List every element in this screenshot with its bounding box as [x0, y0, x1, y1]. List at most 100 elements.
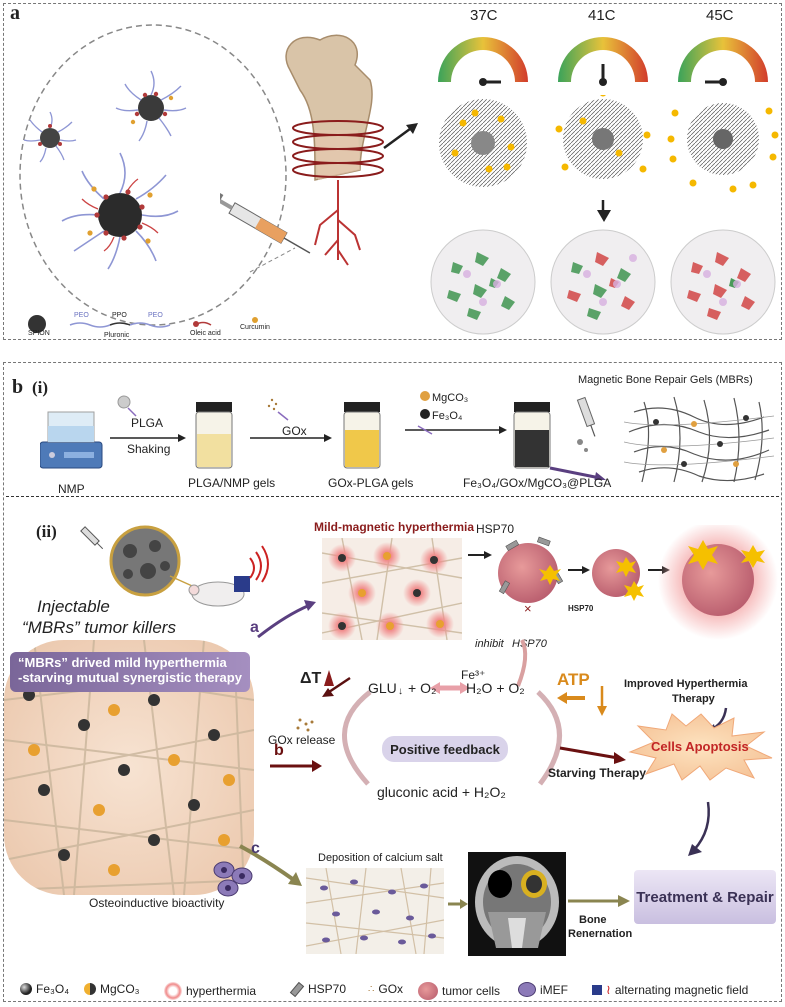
legend-curcumin: Curcumin: [240, 324, 270, 331]
ct-scan-image: [468, 852, 566, 956]
legend-ppo: PPO: [112, 312, 127, 319]
positive-feedback-box: Positive feedback: [382, 736, 508, 762]
mild-hyperthermia-title: Mild-magnetic hyperthermia: [314, 520, 475, 534]
gox-icon: ∴: [368, 983, 375, 995]
magnetic-wave-icon: ≀: [606, 982, 611, 997]
drug-release-micelles: [439, 95, 779, 213]
legend-hyperthermia: hyperthermia: [164, 982, 256, 1000]
legend-imef: iMEF: [518, 982, 568, 997]
injectable-label: Injectable: [37, 597, 110, 616]
therapy-banner-line2: -starving mutual synergistic therapy: [18, 670, 242, 685]
apoptosis-burst: [628, 713, 773, 781]
vial-final-gel: [513, 402, 551, 469]
bone-injection-illustration: [220, 34, 384, 273]
synthesis-flow: [40, 391, 606, 480]
step-fe3o4: Fe₃O₄: [432, 410, 463, 422]
medium-micelle: [115, 70, 187, 142]
nanoparticle-illustration: [19, 24, 287, 333]
syringe-icon: [220, 192, 311, 254]
large-micelle: [61, 152, 179, 270]
temp-41: 41C: [588, 7, 616, 24]
legend-oleic-acid: Oleic acid: [190, 330, 221, 337]
small-micelle: [23, 111, 77, 163]
legend-gox: ∴ GOx: [368, 982, 404, 996]
arrow-to-treatment-box: [568, 895, 630, 907]
glu-down: ↓: [398, 686, 403, 697]
path-c-arrow: [239, 844, 302, 886]
mbr-mesh-structure: [624, 396, 774, 483]
o2-label: + O₂: [408, 680, 437, 696]
imef-cells: [213, 861, 253, 897]
panel-a: [3, 3, 782, 340]
label-final-gel: Fe₃O₄/GOx/MgCO₃@PLGA: [463, 476, 612, 490]
temp-45: 45C: [706, 7, 734, 24]
path-c-label: c: [251, 840, 260, 857]
legend-tumor: tumor cells: [418, 982, 500, 1000]
panel-a-label: a: [10, 2, 20, 24]
delta-t-label: ΔT: [300, 670, 322, 687]
arrow-to-release: [383, 123, 418, 150]
hsp70-top: HSP70: [476, 522, 515, 536]
legend-pluronic: Pluronic: [104, 332, 130, 339]
mgco3-icon: [84, 983, 96, 995]
vial-plga-nmp: [195, 402, 233, 469]
panel-divider: [6, 496, 779, 497]
apoptosis-label: Cells Apoptosis: [651, 739, 749, 754]
panel-b-label: b: [12, 376, 24, 398]
svg-text:×: ×: [524, 601, 532, 616]
tumor-cell-icon: [418, 982, 438, 1000]
improved-line2: Therapy: [672, 693, 715, 705]
mbrs-killers-label: “MBRs” tumor killers: [22, 618, 176, 637]
panel-b-sub-ii: (ii): [36, 522, 57, 541]
osteo-label: Osteoinductive bioactivity: [89, 896, 225, 910]
arrow-to-ct: [448, 899, 468, 909]
fe3-label: Fe³⁺: [461, 668, 486, 682]
treatment-repair-box: Treatment & Repair: [634, 870, 776, 924]
atp-label: ATP: [557, 670, 590, 689]
down-arrow: [597, 210, 611, 222]
vial-gox-plga: [343, 402, 381, 469]
improved-line1: Improved Hyperthermia: [624, 678, 748, 690]
spion-legend-icon: [28, 315, 46, 333]
temperature-gauges: [438, 37, 768, 86]
starving-label: Starving Therapy: [548, 766, 647, 780]
gox-release-label: GOx release: [268, 733, 336, 747]
mild-hyperthermia-mesh: [322, 538, 462, 640]
magnetic-field-icon: [592, 985, 602, 995]
gluconic-label: gluconic acid + H₂O₂: [377, 784, 506, 800]
label-gox-plga: GOx-PLGA gels: [328, 476, 414, 490]
legend-peo-1: PEO: [74, 312, 89, 319]
arrow-to-mild: [257, 600, 316, 639]
deposition-label: Deposition of calcium salt: [318, 852, 443, 864]
step-gox: GOx: [282, 424, 307, 438]
h2o-label: H₂O + O₂: [466, 680, 525, 696]
cell-circles: [430, 229, 776, 335]
glu-label: GLU: [368, 680, 397, 696]
arrow-to-treatment: [688, 801, 710, 856]
bone-line1: Bone: [579, 914, 607, 926]
step-mgco3: MgCO₃: [432, 392, 469, 404]
legend-mgco3: MgCO₃: [84, 982, 140, 996]
legend-peo-2: PEO: [148, 312, 163, 319]
imef-icon: [518, 982, 536, 997]
mouse-illustration: [80, 525, 269, 607]
path-b-label: b: [274, 742, 284, 759]
legend-amf: ≀ alternating magnetic field: [592, 982, 748, 998]
inhibit-label: inhibit: [475, 638, 504, 650]
legend-hsp70: HSP70: [289, 981, 346, 997]
therapy-banner: “MBRs” drived mild hyperthermia -starvin…: [10, 652, 250, 692]
hsp70-icon: [289, 981, 305, 997]
path-a-label: a: [250, 619, 259, 636]
legend-spion: SPION: [28, 330, 50, 337]
therapy-banner-line1: “MBRs” drived mild hyperthermia: [18, 655, 227, 670]
fe3o4-icon: [20, 983, 32, 995]
temp-37: 37C: [470, 7, 498, 24]
syringe-small-icon: [80, 526, 104, 550]
tumor-hsp70-sequence: ×: [468, 525, 778, 640]
feedback-cycle: [270, 639, 626, 786]
deposition-mesh: [306, 868, 444, 954]
delta-t-up-arrow: [324, 670, 334, 686]
hsp70-small: HSP70: [568, 604, 594, 613]
step-shaking: Shaking: [127, 442, 171, 456]
step-plga: PLGA: [131, 416, 164, 430]
